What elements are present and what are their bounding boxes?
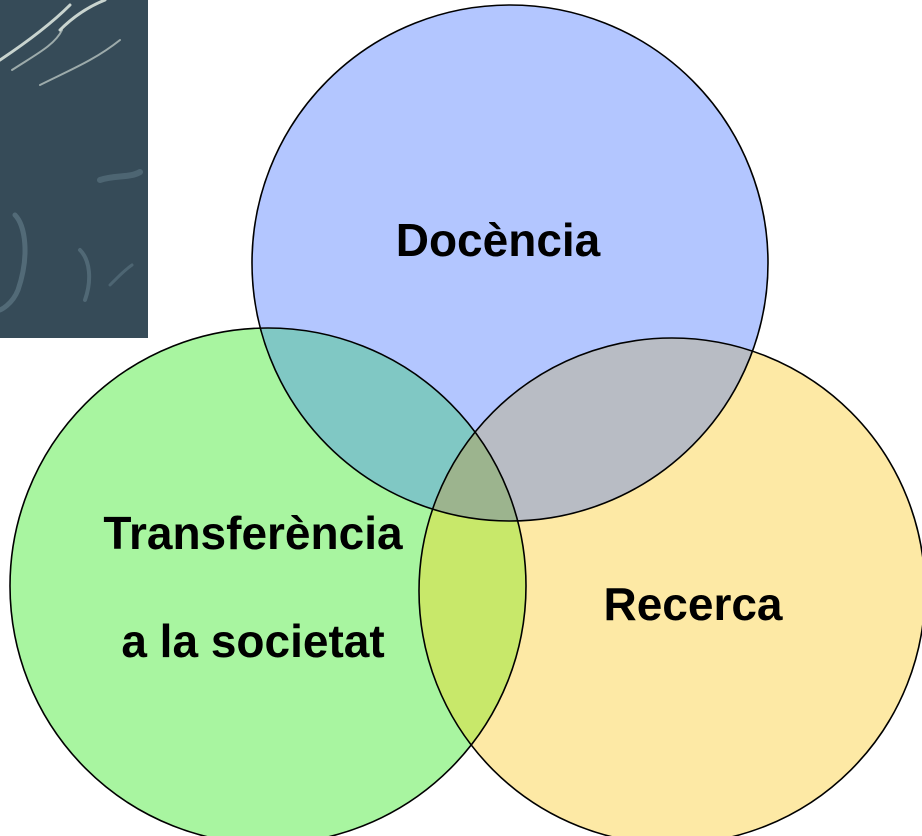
transferencia-label-line-2: a la societat <box>121 615 384 667</box>
chalkboard-photo <box>0 0 148 338</box>
overlap-docencia-recerca <box>419 338 768 521</box>
overlap-docencia-transferencia <box>252 328 526 521</box>
transferencia-label-line-1: Transferència <box>103 507 403 559</box>
docencia-label: Docència <box>396 214 601 266</box>
recerca-label: Recerca <box>603 578 782 630</box>
circle-outlines <box>9 4 922 836</box>
